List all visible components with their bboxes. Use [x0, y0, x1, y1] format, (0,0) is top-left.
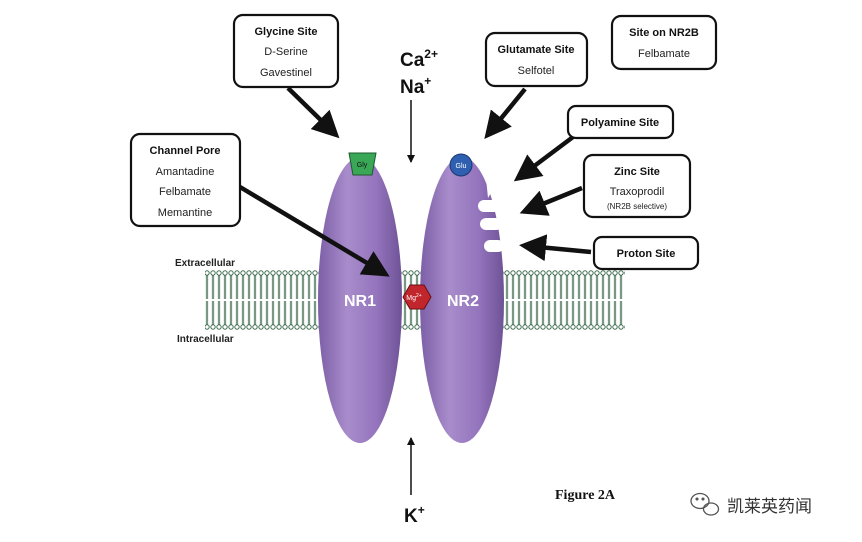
channel-pore-line: Felbamate [159, 186, 211, 198]
polyamine-notch [486, 178, 492, 198]
watermark: 凯莱英药闻 [690, 492, 812, 517]
glycine-site-line: D-Serine [264, 46, 307, 58]
watermark-text: 凯莱英药闻 [727, 497, 812, 517]
sodium-ion-label: Na+ [400, 74, 431, 98]
channel-pore-line: Memantine [158, 207, 212, 219]
glycine-pointer-arrow [286, 86, 340, 139]
glutamate-site-box: Glutamate Site Selfotel [484, 31, 589, 88]
figure-label: Figure 2A [555, 488, 616, 503]
nr1-label: NR1 [344, 293, 376, 310]
calcium-ion-label: Ca2+ [400, 47, 438, 71]
glutamate-site-title: Glutamate Site [497, 44, 574, 56]
zinc-pointer-arrow [519, 185, 583, 216]
channel-pore-title: Channel Pore [150, 145, 221, 157]
zinc-site-title: Zinc Site [614, 166, 660, 178]
nr2-label: NR2 [447, 293, 479, 310]
zinc-site-line: Traxoprodil [610, 186, 665, 198]
extracellular-label: Extracellular [175, 258, 235, 269]
glutamate-site-line: Selfotel [518, 65, 555, 77]
proton-site-box: Proton Site [592, 235, 700, 271]
proton-notch [484, 240, 504, 252]
zinc-site-box: Zinc Site Traxoprodil (NR2B selective) [582, 153, 692, 219]
nr2b-site-line: Felbamate [638, 48, 690, 60]
pointer-arrows [238, 86, 592, 277]
glu-label: Glu [456, 163, 467, 170]
zinc-site-note: (NR2B selective) [607, 202, 667, 211]
nr2-subunit [420, 157, 504, 443]
channel-pore-line: Amantadine [156, 166, 215, 178]
proton-site-title: Proton Site [617, 248, 676, 260]
polyamine-pointer-arrow [513, 135, 575, 182]
channel-pore-box: Channel Pore Amantadine Felbamate Memant… [129, 132, 242, 228]
wechat-icon [690, 492, 720, 516]
zinc-notch-2 [480, 218, 502, 230]
polyamine-site-box: Polyamine Site [566, 104, 675, 140]
glutamate-pointer-arrow [484, 87, 527, 139]
channel-pore-pointer-arrow [238, 185, 390, 277]
proton-pointer-arrow [519, 234, 592, 262]
magnesium-block-site: Mg2+ [402, 284, 432, 310]
glycine-site-title: Glycine Site [255, 26, 318, 38]
nr1-subunit [318, 157, 402, 443]
zinc-notch-1 [478, 200, 500, 212]
polyamine-site-title: Polyamine Site [581, 117, 659, 129]
potassium-ion-label: K+ [404, 503, 425, 527]
intracellular-label: Intracellular [177, 334, 234, 345]
mg-label: Mg2+ [406, 293, 422, 302]
glycine-site-line: Gavestinel [260, 67, 312, 79]
glutamate-binding-site: Glu [449, 153, 473, 177]
glycine-site-box: Glycine Site D-Serine Gavestinel [232, 13, 340, 89]
nr2b-site-box: Site on NR2B Felbamate [610, 14, 718, 71]
gly-label: Gly [357, 162, 368, 169]
glycine-binding-site: Gly [348, 152, 377, 176]
nr2b-site-title: Site on NR2B [629, 27, 699, 39]
